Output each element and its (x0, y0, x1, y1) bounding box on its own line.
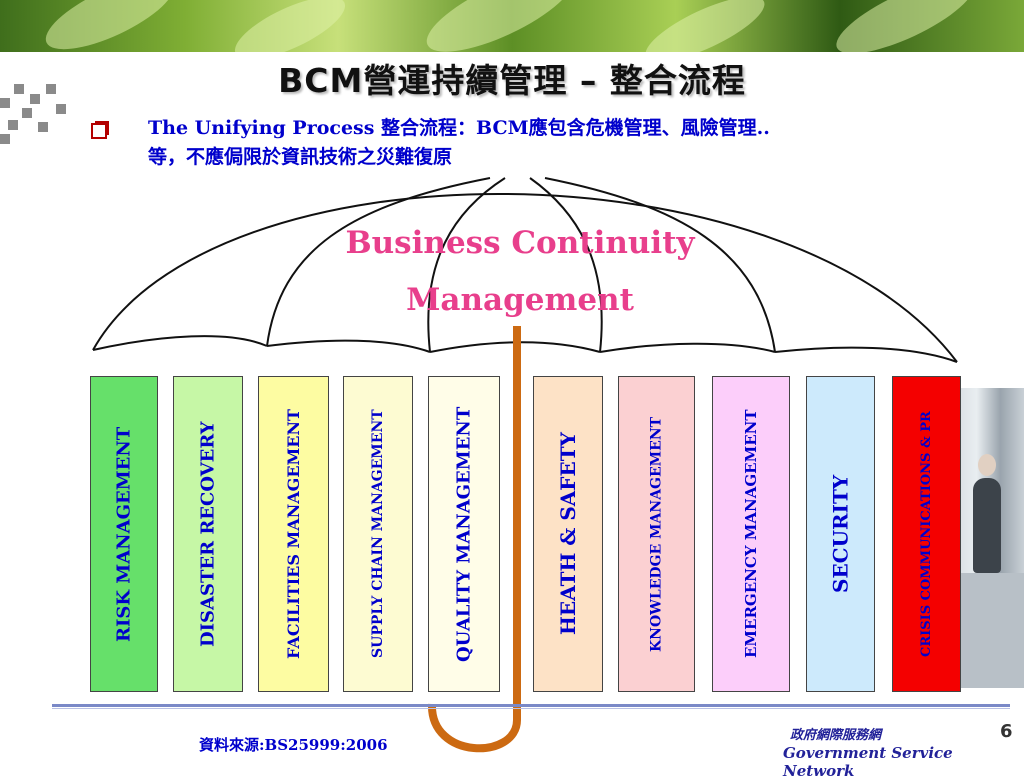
discipline-bar: EMERGENCY MANAGEMENT (712, 376, 790, 692)
page-number: 6 (1000, 721, 1013, 742)
slide-title: BCM營運持續管理 – 整合流程 (278, 61, 746, 100)
umbrella-handle (427, 326, 521, 753)
umbrella-inner-rib-4 (544, 177, 776, 353)
footer-divider (52, 704, 1010, 707)
bullet-text: The Unifying Process 整合流程：BCM應包含危機管理、風險管… (148, 114, 1008, 172)
discipline-bar: SUPPLY CHAIN MANAGEMENT (343, 376, 413, 692)
discipline-bar: CRISIS COMMUNICATIONS & PR (892, 376, 961, 692)
umbrella-rib-4 (599, 342, 776, 353)
umbrella-inner-rib-3 (529, 177, 603, 353)
source-citation: 資料來源:BS25999:2006 (199, 736, 388, 754)
umbrella-rib-2 (266, 339, 431, 353)
discipline-bar: RISK MANAGEMENT (90, 376, 158, 692)
discipline-bar: DISASTER RECOVERY (173, 376, 243, 692)
discipline-bar: KNOWLEDGE MANAGEMENT (618, 376, 695, 692)
bullet-line-1: The Unifying Process 整合流程：BCM應包含危機管理、風險管… (148, 117, 770, 139)
decorative-dot-grid (0, 84, 72, 144)
bullet-checkbox-icon (91, 123, 107, 139)
umbrella-rib-5 (774, 346, 958, 363)
bullet-line-2: 等，不應侷限於資訊技術之災難復原 (148, 146, 453, 168)
leaf-banner-image (0, 0, 1024, 52)
footer-org-chinese: 政府網際服務網 (790, 728, 882, 743)
umbrella-rib-1 (92, 335, 268, 351)
canopy-text-line-1: Business Continuity (345, 225, 695, 261)
discipline-bar: FACILITIES MANAGEMENT (258, 376, 329, 692)
umbrella-inner-rib-1 (266, 177, 491, 347)
umbrella-outer-arc (92, 193, 958, 363)
discipline-bar: HEATH & SAFETY (533, 376, 603, 692)
discipline-bar: SECURITY (806, 376, 875, 692)
canopy-text-line-2: Management (406, 282, 634, 318)
footer-divider-thin (52, 708, 1010, 709)
umbrella-inner-rib-2 (427, 177, 506, 353)
discipline-bar: QUALITY MANAGEMENT (428, 376, 500, 692)
footer-org-english: Government Service Network (783, 744, 953, 780)
